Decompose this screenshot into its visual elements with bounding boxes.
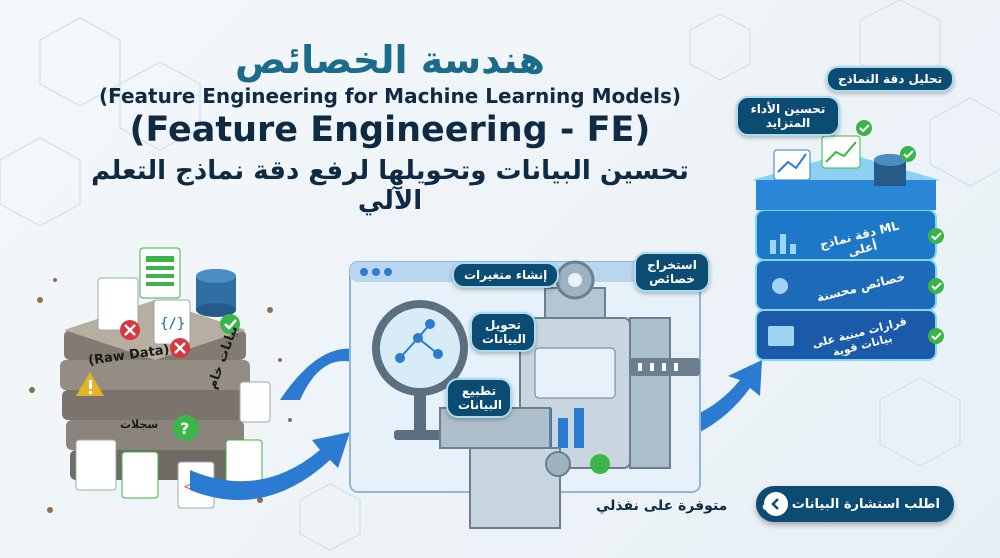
svg-text:{/}: {/} [160, 316, 185, 332]
title-block: هندسة الخصائص (Feature Engineering for M… [70, 38, 710, 216]
improve-performance-label: تحسين الأداء المتزايد [736, 96, 840, 136]
model-stack-illustration [752, 120, 944, 361]
check-icon [220, 314, 240, 334]
create-features-label: إنشاء متغيرات [452, 262, 560, 288]
question-icon [173, 415, 199, 441]
processing-machine-icon [439, 260, 700, 529]
title-arabic: هندسة الخصائص [235, 38, 545, 82]
subtitle-arabic: تحسين البيانات وتحويلها لرفع دقة نماذج ا… [91, 156, 689, 216]
pipeline-illustration [349, 260, 701, 529]
growth-chart-icon [821, 135, 861, 169]
document-icon [97, 277, 139, 331]
records-label: سجلات [120, 418, 159, 431]
analyze-accuracy-label: تحليل دقة النماذج [826, 66, 955, 92]
transform-data-label: تحويل البيانات [470, 312, 536, 352]
normalize-data-label: تطبيع البيانات [446, 378, 512, 418]
extract-features-label: استخراج خصائص [634, 252, 710, 292]
svg-text:?: ? [180, 419, 189, 438]
consultation-button-label: اطلب استشارة البيانات الآن [761, 496, 940, 512]
database-icon [196, 269, 236, 317]
chart-icon [773, 149, 811, 181]
arrow-circle-icon [764, 492, 788, 516]
title-english-large: (Feature Engineering - FE) [129, 110, 651, 150]
availability-text: متوفرة على نفذلي [596, 498, 728, 514]
raw-data-illustration: {/} ? </> [29, 247, 292, 513]
title-english-small: (Feature Engineering for Machine Learnin… [98, 84, 681, 108]
consultation-button[interactable]: اطلب استشارة البيانات الآن [756, 486, 954, 522]
database-icon-right [874, 154, 906, 186]
magnifier-icon [372, 300, 468, 440]
